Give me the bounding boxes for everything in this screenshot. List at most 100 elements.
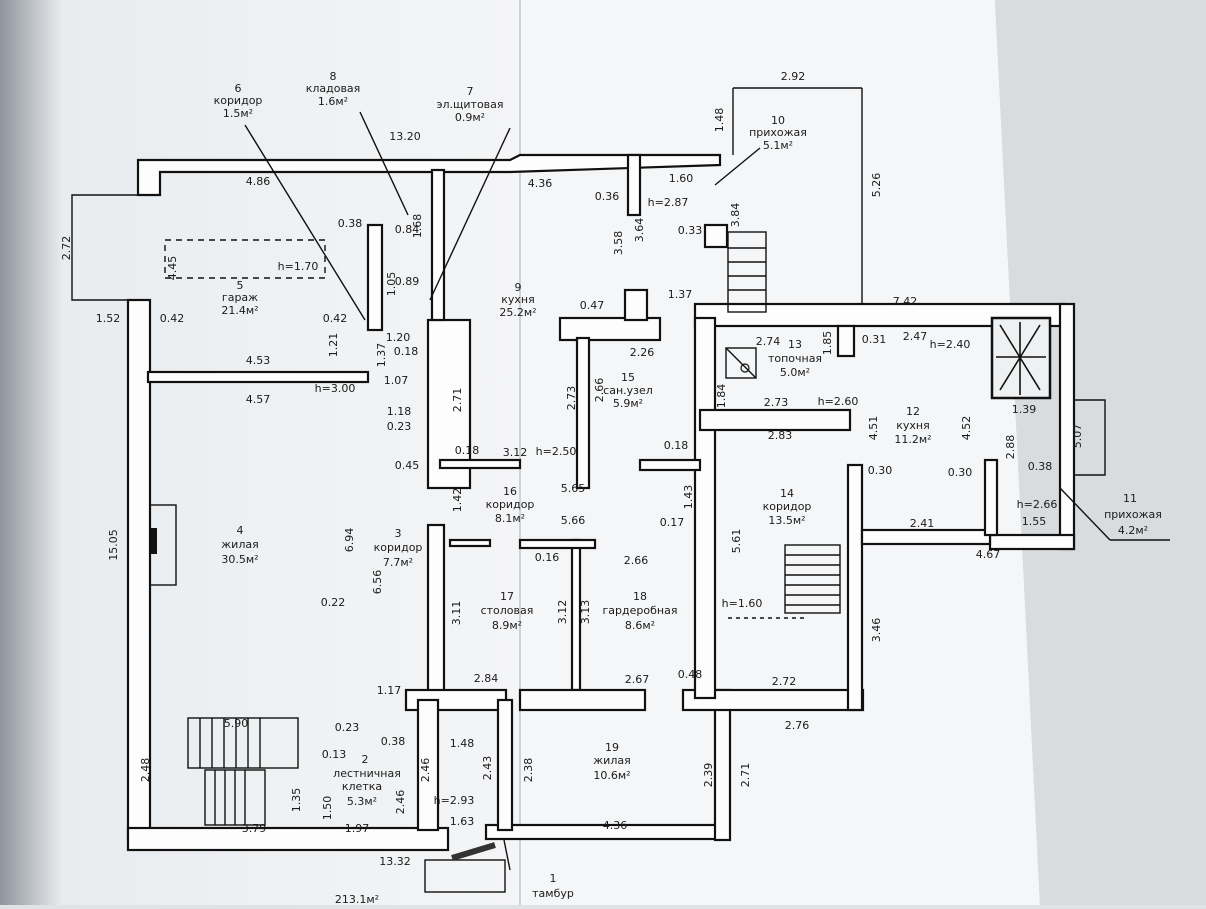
dim-2-38: 2.38 (522, 758, 535, 783)
room-label-2-name-b: клетка (342, 780, 382, 793)
dim-4-51: 4.51 (867, 416, 880, 441)
room-label-5-area: 21.4м² (221, 304, 258, 317)
height-kitchen-12: h=2.40 (930, 338, 971, 351)
dim-4-52: 4.52 (960, 416, 973, 441)
room-label-5-no: 5 (237, 279, 244, 292)
dim-3-64: 3.64 (633, 218, 646, 243)
room-label-9-name: кухня (501, 293, 534, 306)
leader-lines (244, 111, 1170, 871)
room-label-12-no: 12 (906, 405, 920, 418)
dim-0-42a: 0.42 (160, 312, 185, 325)
dim-4-86: 4.86 (246, 175, 271, 188)
dim-2-26: 2.26 (630, 346, 655, 359)
dim-2-46a: 2.46 (419, 758, 432, 783)
dim-2-46b: 2.46 (394, 790, 407, 815)
dim-0-13: 0.13 (322, 748, 347, 761)
dim-0-42b: 0.42 (323, 312, 348, 325)
dim-4-67: 4.67 (976, 548, 1001, 561)
room-label-16-name: коридор (486, 498, 535, 511)
dim-0-45: 0.45 (395, 459, 420, 472)
dim-5-90: 5.90 (224, 717, 249, 730)
dim-2-66a: 2.66 (593, 378, 606, 403)
dim-5-66: 5.66 (561, 514, 586, 527)
room-label-16-no: 16 (503, 485, 517, 498)
dim-2-48: 2.48 (139, 758, 152, 783)
dim-1-37a: 1.37 (668, 288, 693, 301)
dim-6-56: 6.56 (371, 570, 384, 595)
room-label-6-name: коридор (214, 94, 263, 107)
dim-1-97: 1.97 (345, 822, 370, 835)
dim-5-65: 5.65 (561, 482, 586, 495)
height-living: h=3.00 (315, 382, 356, 395)
dim-1-21: 1.21 (327, 333, 340, 358)
room-label-9-area: 25.2м² (499, 306, 536, 319)
room-label-15-area: 5.9м² (613, 397, 643, 410)
room-label-8-no: 8 (330, 70, 337, 83)
height-corridor-14: h=1.60 (722, 597, 763, 610)
dim-4-53: 4.53 (246, 354, 271, 367)
stair-south-west (187, 717, 299, 826)
dim-6-94: 6.94 (343, 528, 356, 553)
dim-1-18: 1.18 (387, 405, 412, 418)
height-topochnaya: h=2.60 (818, 395, 859, 408)
room-label-12-name: кухня (896, 419, 929, 432)
dim-1-37b: 1.37 (375, 343, 388, 368)
dim-2-92: 2.92 (781, 70, 806, 83)
room-label-16-area: 8.1м² (495, 512, 525, 525)
dim-3-84: 3.84 (729, 203, 742, 228)
room-label-18-area: 8.6м² (625, 619, 655, 632)
room-label-9-no: 9 (515, 281, 522, 294)
dim-0-16: 0.16 (535, 551, 560, 564)
dim-0-33: 0.33 (678, 224, 703, 237)
dim-0-48: 0.48 (678, 668, 703, 681)
dim-0-18c: 0.18 (664, 439, 689, 452)
height-sanuzel: h=2.50 (536, 445, 577, 458)
stair-corridor-14 (784, 544, 841, 614)
dim-2-74: 2.74 (756, 335, 781, 348)
room-label-17-area: 8.9м² (492, 619, 522, 632)
dim-3-11: 3.11 (450, 601, 463, 626)
dim-1-43: 1.43 (682, 485, 695, 510)
room-label-6-area: 1.5м² (223, 107, 253, 120)
room-label-11-no: 11 (1123, 492, 1137, 505)
dim-1-48b: 1.48 (450, 737, 475, 750)
dim-2-72b: 2.72 (772, 675, 797, 688)
dim-2-84: 2.84 (474, 672, 499, 685)
dim-0-18b: 0.18 (455, 444, 480, 457)
room-label-15-name: сан.узел (603, 384, 653, 397)
dim-1-05: 1.05 (385, 272, 398, 297)
dim-0-30a: 0.30 (868, 464, 893, 477)
room-label-4-area: 30.5м² (221, 553, 258, 566)
dimensions-horizontal: 13.20 4.86 4.36 2.92 1.60 0.36 0.33 1.37… (96, 70, 1053, 906)
dim-1-60: 1.60 (669, 172, 694, 185)
dim-2-73a: 2.73 (565, 386, 578, 411)
dim-0-23b: 0.23 (335, 721, 360, 734)
dim-7-42: 7.42 (893, 295, 918, 308)
room-label-14-no: 14 (780, 487, 794, 500)
room-label-7-area: 0.9м² (455, 111, 485, 124)
right-paper-sheet (520, 0, 1040, 905)
room-label-19-name: жилая (593, 754, 630, 767)
dim-5-07: 5.07 (1071, 424, 1084, 449)
room-label-13-name: топочная (768, 352, 822, 365)
stair-entrance-10 (727, 231, 767, 313)
room-label-3-name: коридор (374, 541, 423, 554)
room-label-3-area: 7.7м² (383, 556, 413, 569)
dim-1-39: 1.39 (1012, 403, 1037, 416)
dim-0-84: 0.84 (395, 223, 420, 236)
dim-2-41: 2.41 (910, 517, 935, 530)
dim-1-68: 1.68 (411, 214, 424, 239)
dim-1-84: 1.84 (715, 384, 728, 409)
dim-2-73b: 2.73 (764, 396, 789, 409)
outer-walls (126, 153, 1076, 852)
room-label-10-name: прихожая (749, 126, 807, 139)
room-label-11-area: 4.2м² (1118, 524, 1148, 537)
spiral-stair-east (990, 316, 1052, 400)
room-label-12-area: 11.2м² (894, 433, 931, 446)
dim-3-12a: 3.12 (503, 446, 528, 459)
room-label-3-no: 3 (395, 527, 402, 540)
dim-13-20: 13.20 (389, 130, 421, 143)
room-label-4-name: жилая (221, 538, 258, 551)
dim-3-12b: 3.12 (556, 600, 569, 625)
